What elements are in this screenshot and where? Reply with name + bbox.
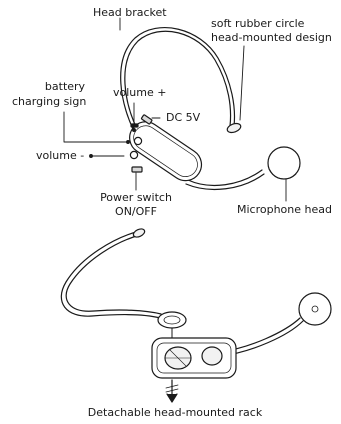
detached-microphone-head [298, 292, 332, 326]
label-power-line1: Power switch [100, 191, 172, 204]
detached-body [151, 337, 237, 379]
volume-minus-button [129, 150, 139, 160]
detach-arrow [165, 379, 179, 403]
detached-bracket-wire [60, 228, 162, 319]
label-battery-line2: charging sign [12, 95, 87, 108]
microphone-boom [185, 169, 265, 191]
label-volume-plus: volume + [113, 86, 167, 99]
head-bracket-wire [120, 27, 236, 136]
battery-indicator [130, 123, 139, 128]
label-soft-rubber-line2: head-mounted design [211, 31, 332, 44]
rubber-end-cap [226, 122, 242, 134]
dc-port [140, 114, 153, 125]
transmitter-body [129, 121, 203, 182]
label-microphone-head: Microphone head [237, 203, 332, 216]
label-head-bracket: Head bracket [93, 6, 167, 19]
power-switch [131, 166, 143, 173]
label-battery-line1: battery [44, 80, 86, 93]
leader-lines-top [63, 17, 287, 202]
label-volume-minus: volume - [36, 149, 85, 162]
label-dc: DC 5V [166, 111, 201, 124]
microphone-head [267, 146, 301, 180]
label-detachable-rack: Detachable head-mounted rack [87, 406, 263, 419]
label-soft-rubber-line1: soft rubber circle [211, 17, 305, 30]
volume-plus-button [133, 136, 143, 146]
label-power-line2: ON/OFF [115, 205, 157, 218]
